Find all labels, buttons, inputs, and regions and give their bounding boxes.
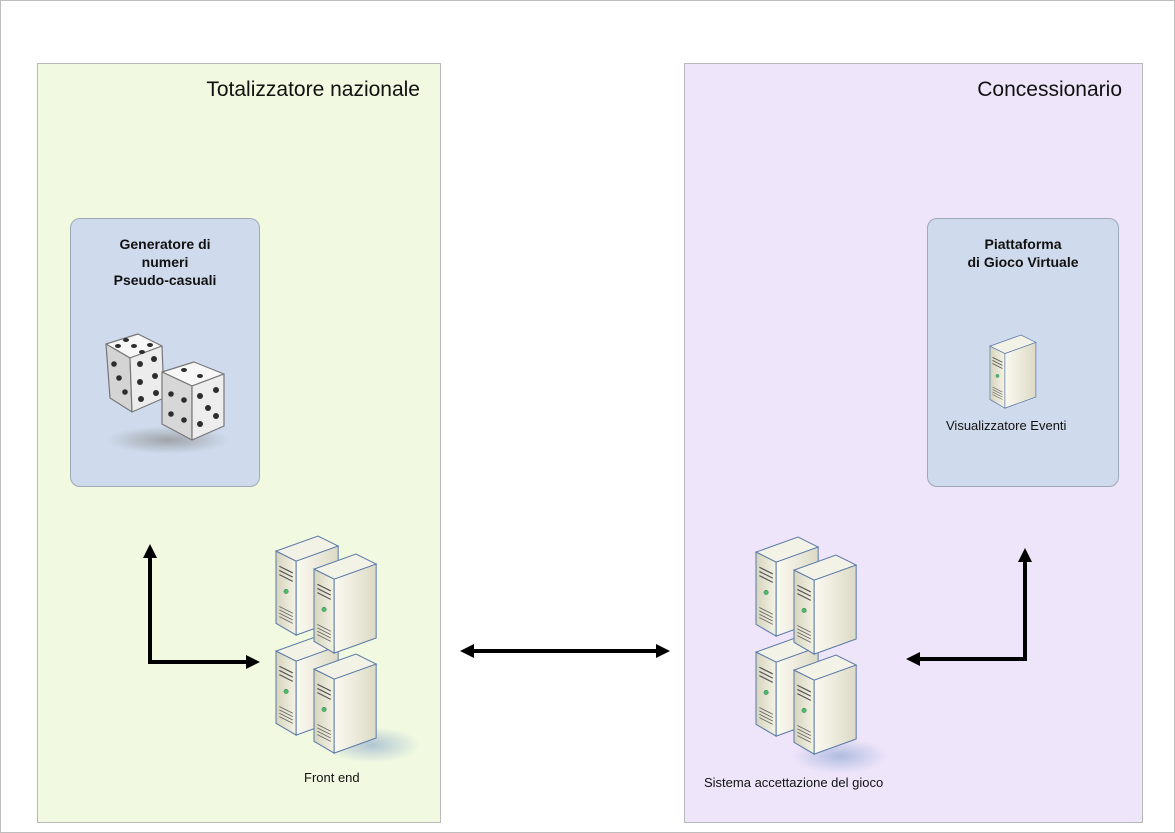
- front-end-caption: Front end: [304, 770, 360, 785]
- platform-panel: Piattaforma di Gioco Virtuale Visualizza…: [927, 218, 1119, 487]
- arrow-head-left-right: [906, 652, 920, 666]
- server-icon: [989, 334, 1037, 409]
- arrow-head-right-left: [246, 655, 260, 669]
- arrow-platform-acceptance: [920, 560, 1027, 661]
- acceptance-caption: Sistema accettazione del gioco: [704, 775, 884, 790]
- dice-icon: [105, 333, 230, 454]
- arrow-between-zones: [460, 644, 670, 658]
- visualizer-caption: Visualizzatore Eventi: [946, 418, 1067, 433]
- server-cluster-icon: [275, 535, 420, 763]
- zone-title-right: Concessionario: [977, 78, 1122, 101]
- server-cluster-icon: [755, 536, 888, 774]
- arrow-head-up-left: [143, 544, 157, 558]
- arrow-head-up-right: [1018, 548, 1032, 562]
- zone-title-left: Totalizzatore nazionale: [206, 78, 420, 101]
- rng-panel-title: Generatore di numeri Pseudo-casuali: [113, 236, 217, 288]
- platform-panel-title: Piattaforma di Gioco Virtuale: [967, 236, 1079, 270]
- arrow-rng-frontend: [148, 556, 246, 664]
